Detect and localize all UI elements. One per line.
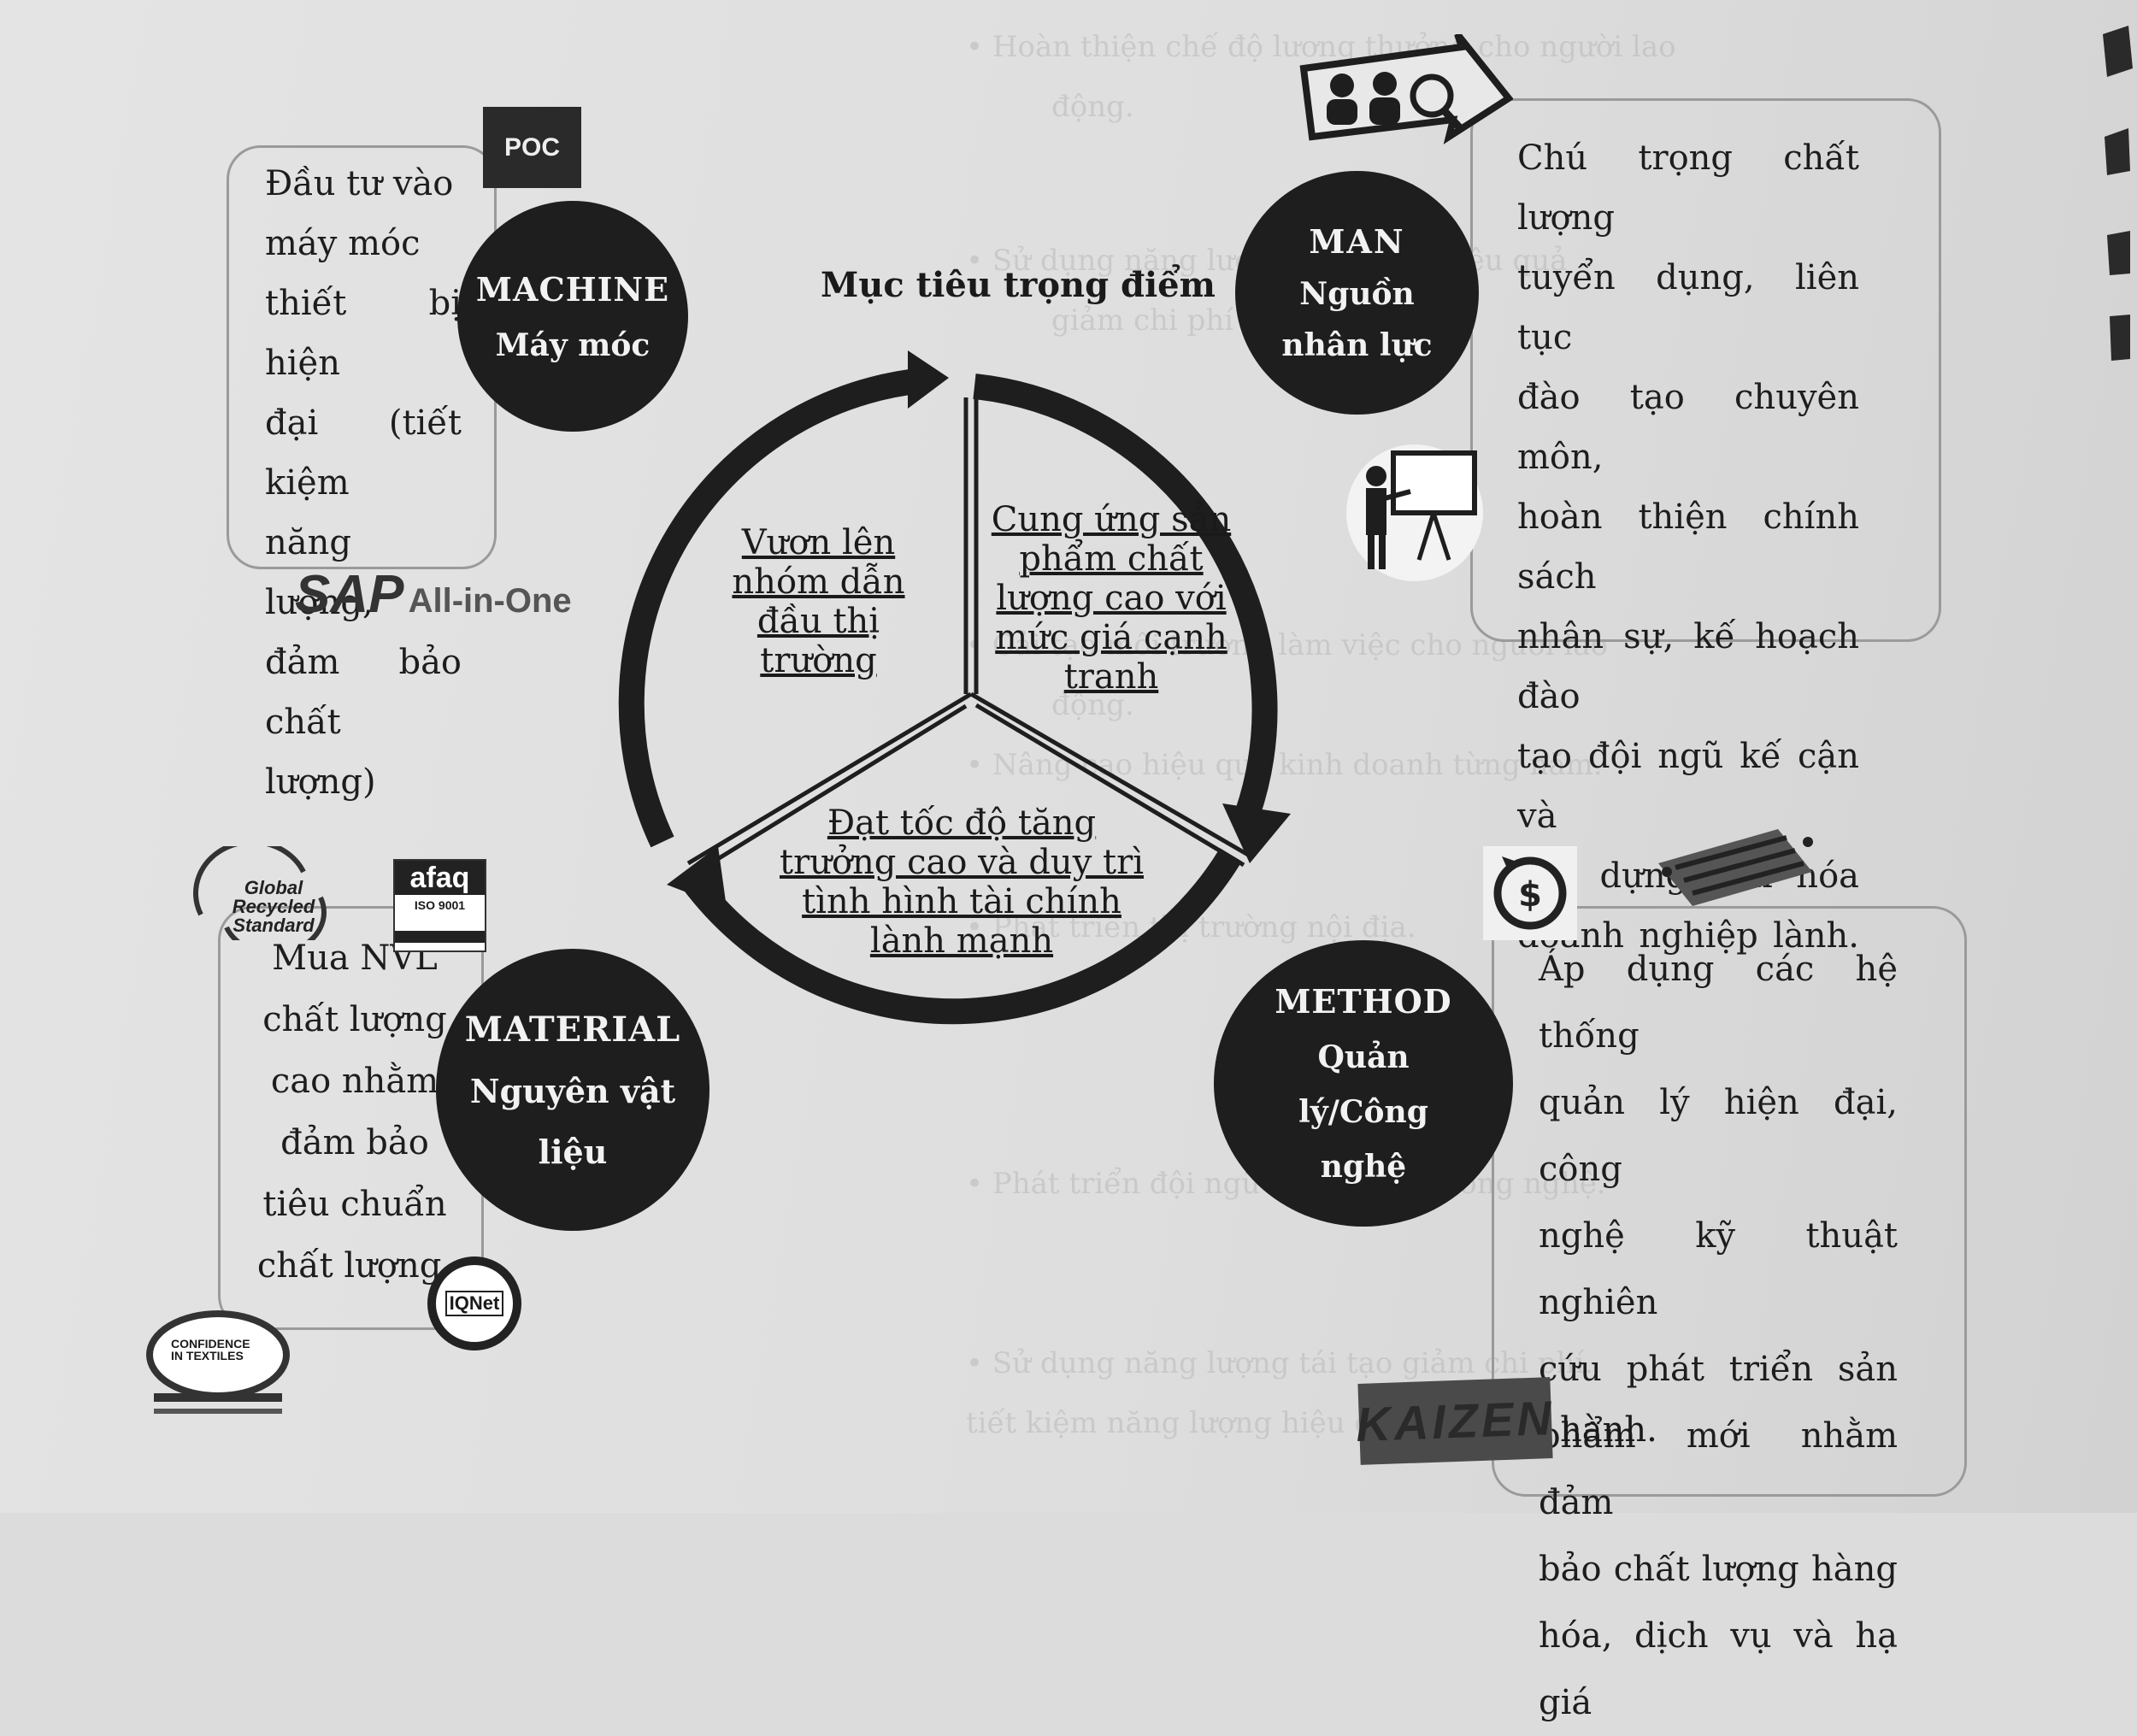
ring-arc-right bbox=[973, 374, 1278, 816]
divider-left bbox=[686, 691, 973, 866]
ring-arc-bottom bbox=[681, 848, 1242, 1025]
arrowhead-right bbox=[1222, 803, 1291, 863]
circuit-board-icon bbox=[1658, 829, 1813, 906]
method-description-last: hành. bbox=[1560, 1410, 1657, 1450]
people-search-icon bbox=[1299, 34, 1513, 144]
method-box bbox=[1492, 906, 1967, 1497]
svg-text:$: $ bbox=[1518, 875, 1542, 915]
afaq-iso-logo: afaq ISO 9001 bbox=[393, 859, 486, 952]
binder-marks bbox=[2103, 26, 2133, 361]
center-title: Mục tiêu trọng điểm bbox=[821, 265, 1216, 305]
ring-arc-left bbox=[618, 368, 925, 848]
sap-logo: SAP All-in-One bbox=[295, 565, 572, 624]
arrowhead-top bbox=[908, 350, 949, 409]
recycle-arrows-icon bbox=[193, 846, 327, 940]
cycle-diagram bbox=[618, 350, 1291, 1025]
presentation-icon bbox=[1346, 444, 1483, 581]
kaizen-logo: KAIZEN bbox=[1355, 1377, 1556, 1465]
iqnet-logo: IQNet bbox=[427, 1256, 521, 1351]
man-box bbox=[1470, 98, 1941, 642]
dollar-cycle-icon: $ bbox=[1483, 846, 1577, 940]
method-circle: METHOD Quản lý/Công nghệ bbox=[1214, 940, 1513, 1227]
poc-logo: POC bbox=[483, 107, 581, 188]
page-background bbox=[0, 0, 2137, 1513]
confidence-badge-icon bbox=[146, 1310, 290, 1414]
divider-right bbox=[969, 691, 1250, 857]
divider-left-2 bbox=[692, 703, 968, 876]
machine-circle: MACHINE Máy móc bbox=[457, 201, 688, 432]
man-circle: MAN Nguồn nhân lực bbox=[1235, 171, 1479, 415]
material-circle: MATERIAL Nguyên vật liệu bbox=[436, 949, 709, 1231]
divider-right-2 bbox=[974, 703, 1245, 868]
